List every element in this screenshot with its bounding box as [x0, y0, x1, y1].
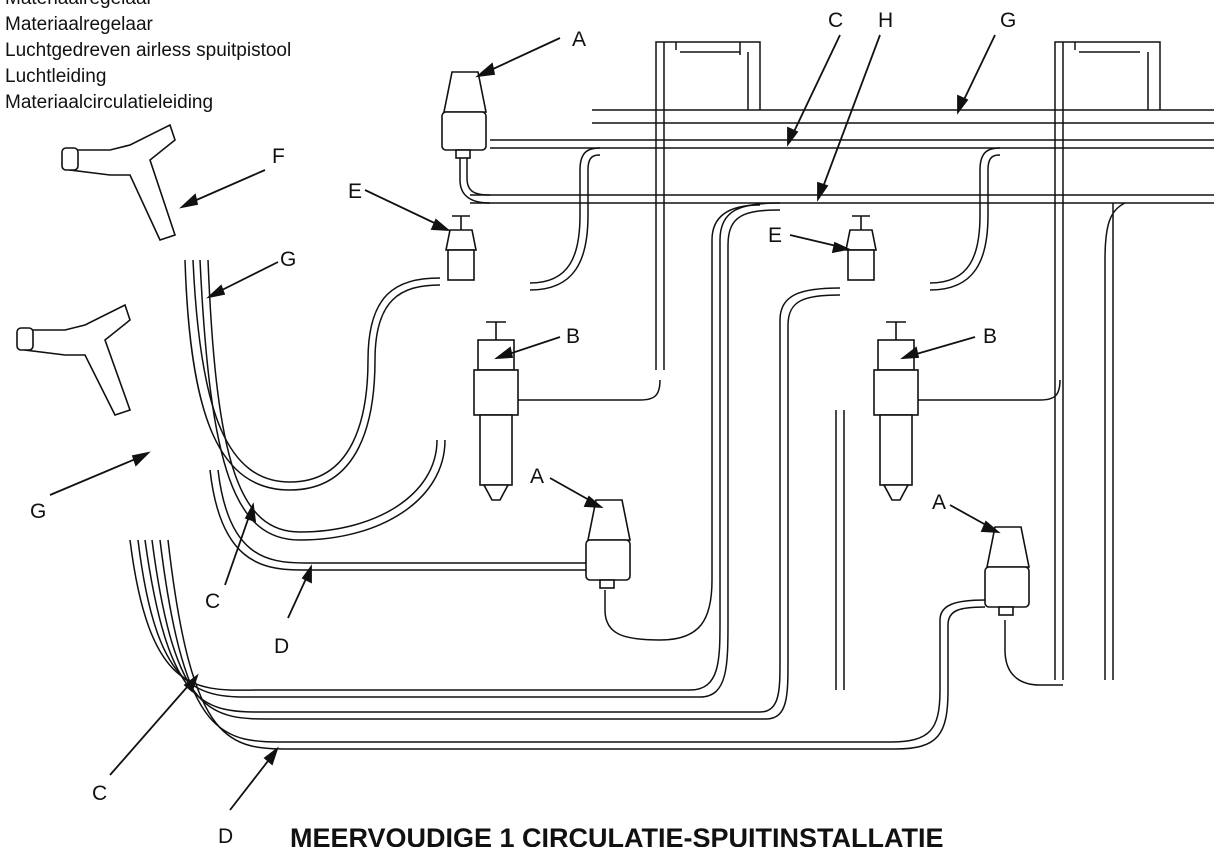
- material-regulator-mid: [585, 499, 631, 589]
- callout-e-right: E: [768, 224, 782, 247]
- spray-gun-lower: [16, 303, 132, 416]
- callout-g-top: G: [1000, 9, 1016, 32]
- material-regulator-top: [441, 71, 487, 159]
- valve-right: [845, 215, 877, 281]
- callout-c-top: C: [828, 9, 843, 32]
- callout-b-left: B: [566, 325, 580, 348]
- callout-c-mid: C: [205, 590, 220, 613]
- callout-labels: A C H G F E E G B B A A G C D C D: [30, 9, 1016, 847]
- callout-a-right: A: [932, 491, 946, 514]
- components: [16, 71, 1030, 616]
- filter-right: [873, 321, 919, 501]
- legend-item: Materiaalregelaar: [5, 14, 153, 35]
- callout-e-left: E: [348, 180, 362, 203]
- legend-item: Luchtgedreven airless spuitpistool: [5, 40, 292, 61]
- pipework: [129, 41, 1214, 750]
- callout-d-mid: D: [274, 635, 289, 658]
- callout-h-top: H: [878, 9, 893, 32]
- callout-c-low: C: [92, 782, 107, 805]
- legend-item: Materiaalregelaar: [5, 0, 291, 12]
- valve-left: [445, 215, 477, 281]
- diagram-title: MEERVOUDIGE 1 CIRCULATIE-SPUITINSTALLATI…: [290, 823, 944, 847]
- legend-item: Luchtleiding: [5, 66, 107, 87]
- filter-left: [473, 321, 519, 501]
- legend-item: Materiaalcirculatieleiding: [5, 92, 214, 113]
- callout-a-top: A: [572, 28, 586, 51]
- callout-arrows: [49, 34, 1001, 811]
- callout-d-low: D: [218, 825, 233, 847]
- callout-g-left: G: [30, 500, 46, 523]
- material-regulator-right: [984, 526, 1030, 616]
- legend: Materiaalregelaar Materiaalregelaar Luch…: [5, 0, 291, 116]
- spray-gun-upper: [61, 123, 177, 241]
- callout-b-right: B: [983, 325, 997, 348]
- callout-g-mid: G: [280, 248, 296, 271]
- callout-a-mid: A: [530, 465, 544, 488]
- callout-f: F: [272, 145, 285, 168]
